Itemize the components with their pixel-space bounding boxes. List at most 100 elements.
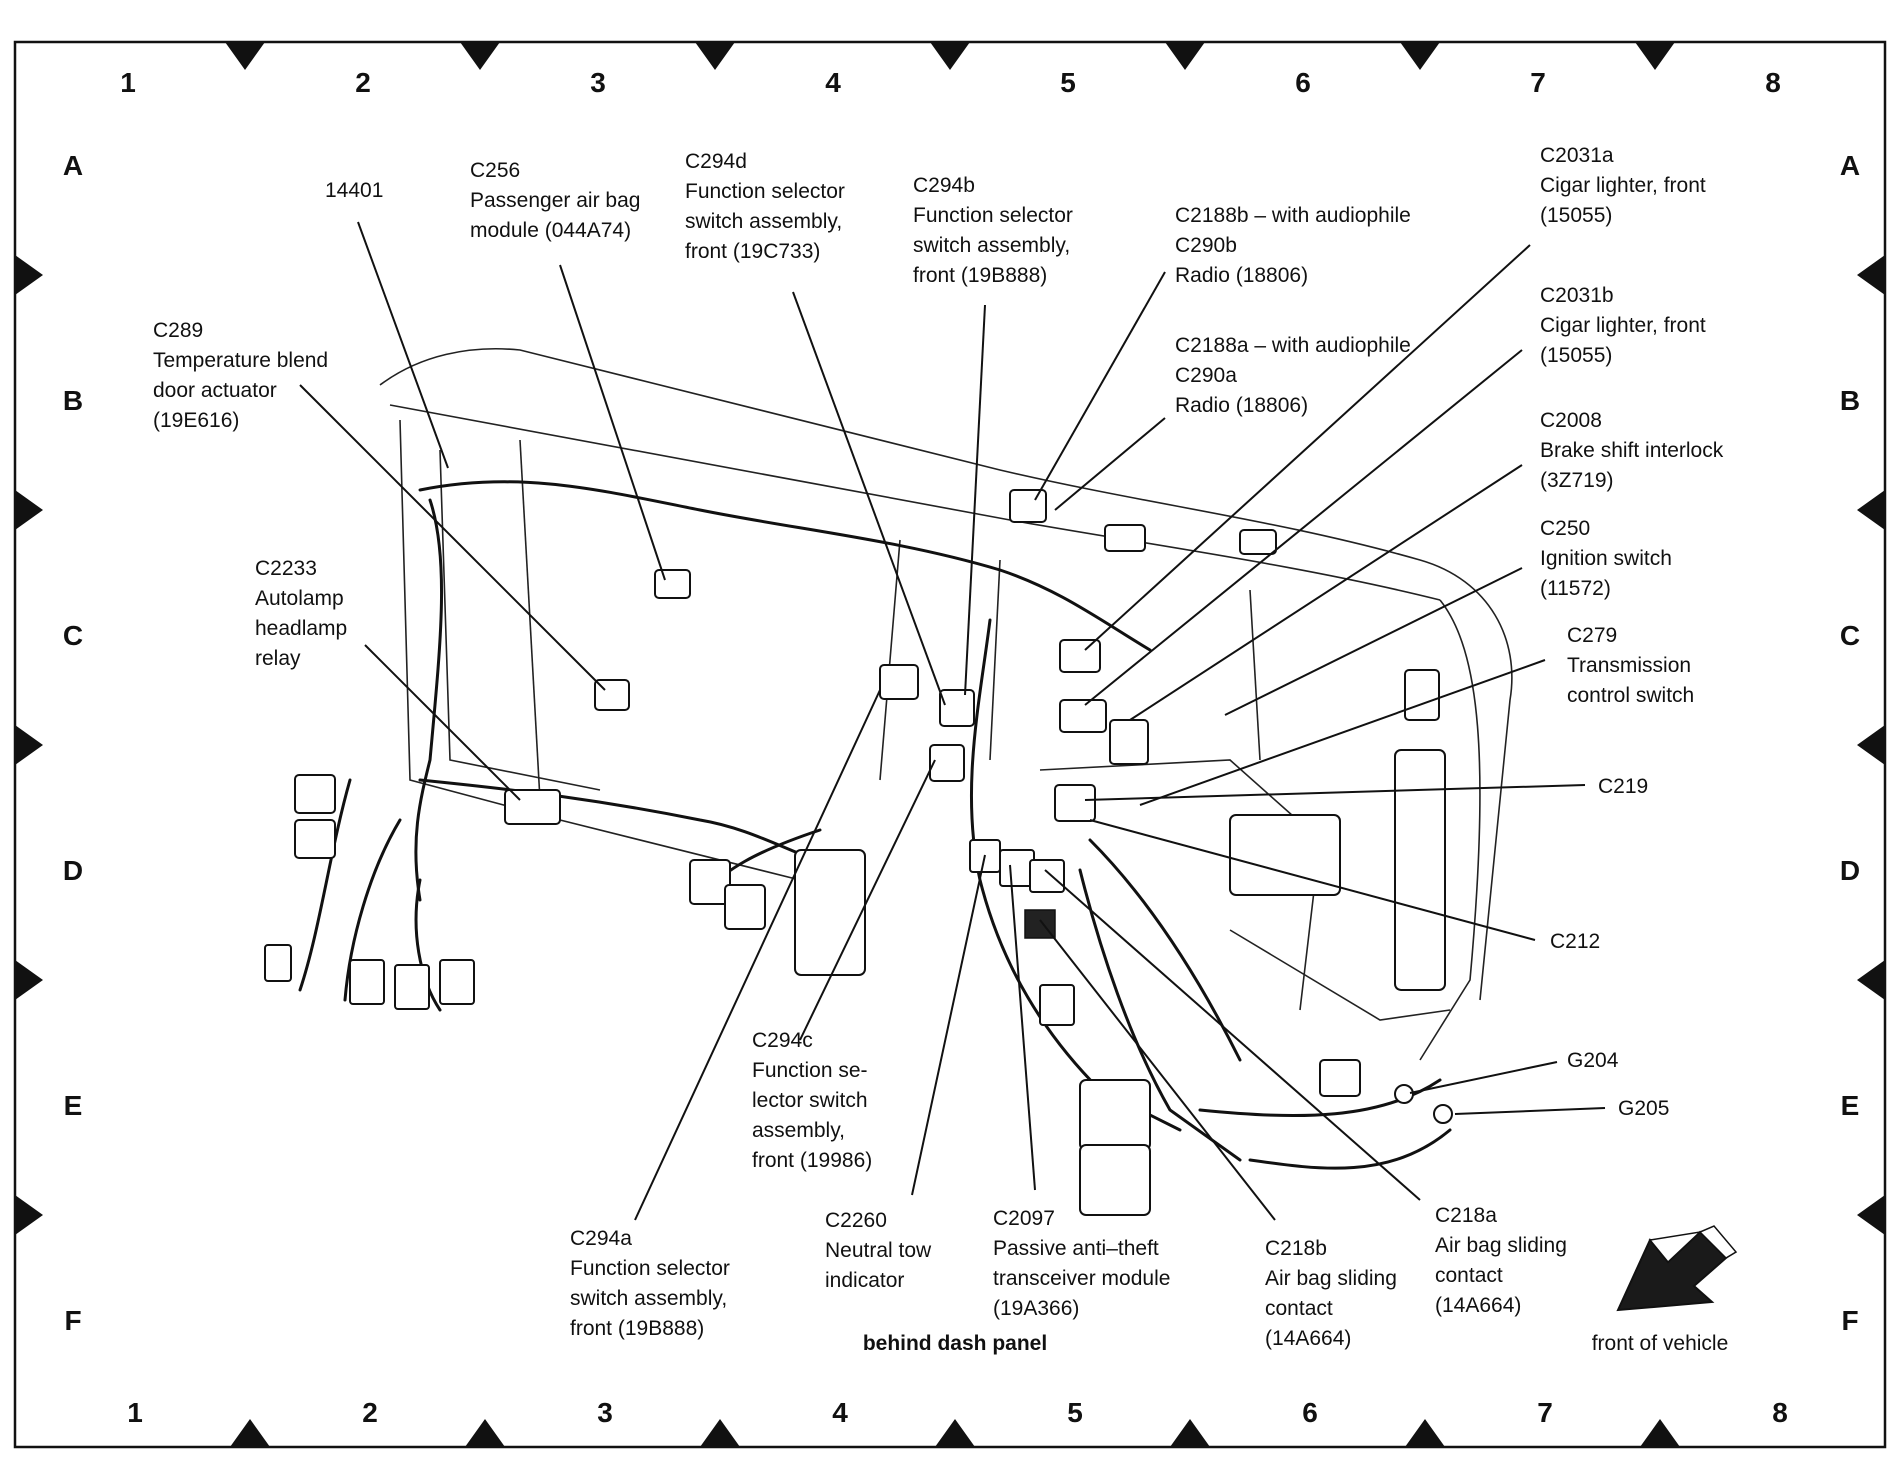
callout-c218a: C218a Air bag sliding contact (14A664) <box>1435 1204 1567 1317</box>
row-right-B: B <box>1840 385 1860 416</box>
label-c2031b-id: C2031b <box>1540 284 1614 307</box>
label-c289-line3: (19E616) <box>153 409 239 432</box>
label-c256-line2: module (044A74) <box>470 219 631 242</box>
label-c294b-line3: front (19B888) <box>913 264 1047 287</box>
label-c294a-line3: front (19B888) <box>570 1317 704 1340</box>
label-c219: C219 <box>1598 775 1648 798</box>
connector-c250-shape <box>1109 719 1149 765</box>
label-c2233-id: C2233 <box>255 557 317 580</box>
label-c218a-id: C218a <box>1435 1204 1497 1227</box>
label-c289-line2: door actuator <box>153 379 277 402</box>
connector-left-2 <box>294 819 336 859</box>
grid-column-labels: 1 2 3 4 5 6 7 8 1 2 3 4 5 6 7 8 <box>120 67 1788 1428</box>
label-c2260-line2: indicator <box>825 1269 904 1292</box>
label-c294d-line2: switch assembly, <box>685 210 842 233</box>
relay-block-shape <box>1229 814 1341 896</box>
label-c2188a-id: C2188a – with audiophile <box>1175 334 1411 357</box>
connector-c218-shape <box>1029 859 1065 893</box>
grid-markers <box>15 42 1885 1447</box>
label-c294c-line4: front (19986) <box>752 1149 872 1172</box>
col-top-7: 7 <box>1530 67 1546 98</box>
callout-c250: C250 Ignition switch (11572) <box>1540 517 1672 600</box>
connector-c294b-shape <box>929 744 965 782</box>
label-c2097-line3: (19A366) <box>993 1297 1079 1320</box>
label-c2233-line1: Autolamp <box>255 587 344 610</box>
callout-g204: G204 <box>1567 1049 1619 1072</box>
row-left-F: F <box>64 1305 81 1336</box>
label-c2260-line1: Neutral tow <box>825 1239 932 1262</box>
col-bottom-4: 4 <box>832 1397 848 1428</box>
col-bottom-6: 6 <box>1302 1397 1318 1428</box>
connector-dash-lower <box>1039 984 1075 1026</box>
tcm-bracket <box>1394 749 1446 991</box>
connector-left-6 <box>264 944 292 982</box>
label-c294c-id: C294c <box>752 1029 813 1052</box>
col-bottom-2: 2 <box>362 1397 378 1428</box>
col-top-1: 1 <box>120 67 136 98</box>
grid-row-labels: A B C D E F A B C D E F <box>63 150 1860 1336</box>
col-top-6: 6 <box>1295 67 1311 98</box>
row-left-B: B <box>63 385 83 416</box>
label-c2031a-id: C2031a <box>1540 144 1614 167</box>
row-left-C: C <box>63 620 83 651</box>
label-c2188b-line1: C290b <box>1175 234 1237 257</box>
label-c218a-line3: (14A664) <box>1435 1294 1521 1317</box>
callout-c2031b: C2031b Cigar lighter, front (15055) <box>1540 284 1706 367</box>
label-c289-id: C289 <box>153 319 203 342</box>
ground-g205-eyelet <box>1433 1104 1453 1124</box>
connector-left-3 <box>349 959 385 1005</box>
callout-c2188a: C2188a – with audiophile C290a Radio (18… <box>1175 334 1411 417</box>
callout-c279: C279 Transmission control switch <box>1567 624 1694 707</box>
ground-g204-eyelet <box>1394 1084 1414 1104</box>
label-c2233-line3: relay <box>255 647 301 670</box>
label-c294a-line2: switch assembly, <box>570 1287 727 1310</box>
row-right-E: E <box>1841 1090 1860 1121</box>
label-c294a-line1: Function selector <box>570 1257 730 1280</box>
leader-lines <box>299 221 1606 1221</box>
col-bottom-8: 8 <box>1772 1397 1788 1428</box>
connector-c2008-shape <box>1059 699 1107 733</box>
col-bottom-7: 7 <box>1537 1397 1553 1428</box>
label-c2097-id: C2097 <box>993 1207 1055 1230</box>
label-c2031a-line1: Cigar lighter, front <box>1540 174 1706 197</box>
fuse-block-2 <box>1079 1144 1151 1216</box>
connector-c219-shape <box>1054 784 1096 822</box>
label-c250-line2: (11572) <box>1540 577 1611 600</box>
col-top-2: 2 <box>355 67 371 98</box>
label-c218a-line2: contact <box>1435 1264 1503 1287</box>
caption-behind-dash-panel: behind dash panel <box>863 1332 1047 1355</box>
row-left-A: A <box>63 150 83 181</box>
label-c279-line1: Transmission <box>1567 654 1691 677</box>
col-bottom-1: 1 <box>127 1397 143 1428</box>
label-c2097-line2: transceiver module <box>993 1267 1170 1290</box>
label-c279-id: C279 <box>1567 624 1617 647</box>
label-c250-id: C250 <box>1540 517 1590 540</box>
label-c2008-id: C2008 <box>1540 409 1602 432</box>
front-arrow-icon <box>1616 1225 1738 1312</box>
instrument-panel-illustration <box>264 347 1513 1216</box>
connector-left-1 <box>294 774 336 814</box>
label-c294d-line1: Function selector <box>685 180 845 203</box>
label-c2008-line2: (3Z719) <box>1540 469 1614 492</box>
connector-radio-2 <box>1104 524 1146 552</box>
callout-c294a: C294a Function selector switch assembly,… <box>570 1227 730 1340</box>
label-c294a-id: C294a <box>570 1227 632 1250</box>
label-c256-id: C256 <box>470 159 520 182</box>
callout-c2233: C2233 Autolamp headlamp relay <box>255 557 347 670</box>
label-c2233-line2: headlamp <box>255 617 347 640</box>
callout-c294b-top: C294b Function selector switch assembly,… <box>913 174 1073 287</box>
module-c2260-shape <box>794 849 866 976</box>
label-c294b-line1: Function selector <box>913 204 1073 227</box>
connector-left-5 <box>439 959 475 1005</box>
label-c218a-line1: Air bag sliding <box>1435 1234 1567 1257</box>
callout-c2097: C2097 Passive anti–theft transceiver mod… <box>993 1207 1170 1320</box>
callout-c218b: C218b Air bag sliding contact (14A664) <box>1265 1237 1397 1350</box>
label-c294c-line1: Function se- <box>752 1059 868 1082</box>
label-c2260-id: C2260 <box>825 1209 887 1232</box>
label-c279-line2: control switch <box>1567 684 1694 707</box>
callout-c294c: C294c Function se- lector switch assembl… <box>752 1029 872 1172</box>
connector-left-4 <box>394 964 430 1010</box>
row-left-E: E <box>64 1090 83 1121</box>
row-right-F: F <box>1841 1305 1858 1336</box>
